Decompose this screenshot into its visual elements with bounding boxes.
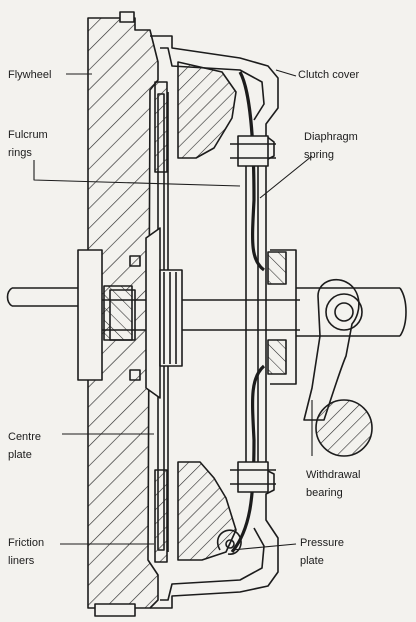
- fork-pivot-outer: [325, 293, 363, 331]
- spigot-bearing: [103, 285, 133, 341]
- leader-fulcrum: [33, 160, 241, 187]
- label-flywheel: Flywheel: [8, 69, 51, 81]
- clutch-cover-inner: [160, 47, 265, 121]
- shaft-boss: [77, 249, 103, 381]
- label-pressure-1: Pressure: [300, 537, 344, 549]
- fulcrum-pin-bottom: [230, 469, 276, 485]
- flywheel-bottom-tab: [94, 603, 136, 617]
- pressure-plate-bottom: [177, 461, 237, 561]
- clutch-cover-inner-low: [160, 527, 265, 601]
- clutch-hub: [145, 227, 161, 399]
- shaft-through: [102, 299, 300, 331]
- friction-liner-bottom: [154, 469, 168, 563]
- label-centre-1: Centre: [8, 431, 41, 443]
- fulcrum-pin-top: [230, 143, 276, 159]
- label-centre-2: plate: [8, 449, 32, 461]
- label-fulcrum-1: Fulcrum: [8, 129, 48, 141]
- output-shaft: [296, 287, 400, 337]
- flywheel-top-tab: [119, 11, 135, 23]
- label-withdrawal-2: bearing: [306, 487, 343, 499]
- leader-clutch-cover: [275, 69, 297, 77]
- release-bearing-top: [267, 251, 287, 285]
- label-friction-1: Friction: [8, 537, 44, 549]
- label-diaphragm-1: Diaphragm: [304, 131, 358, 143]
- label-pressure-2: plate: [300, 555, 324, 567]
- release-bearing-bottom: [267, 339, 287, 375]
- friction-liner-top: [154, 81, 168, 173]
- label-clutch-cover: Clutch cover: [298, 69, 359, 81]
- diaphragm-spring-bottom: [230, 364, 266, 554]
- hub-rivet-bottom: [129, 369, 141, 381]
- input-shaft: [12, 287, 81, 307]
- fork-pivot: [334, 302, 354, 322]
- retaining-clip-pin: [225, 539, 235, 549]
- input-shaft-end: [6, 287, 13, 307]
- diaphragm-spring-top: [238, 71, 266, 272]
- label-fulcrum-2: rings: [8, 147, 32, 159]
- output-shaft-end: [399, 287, 407, 337]
- shaft-section: [315, 399, 373, 457]
- pressure-plate-top: [177, 61, 237, 159]
- diaphragm-inner: [245, 160, 259, 470]
- clutch-cover: [150, 35, 279, 609]
- fulcrum-ring-top: [237, 135, 269, 167]
- withdrawal-fork: [303, 278, 360, 421]
- hub-spline-lines: [163, 272, 177, 364]
- release-sleeve: [270, 249, 297, 385]
- label-withdrawal-1: Withdrawal: [306, 469, 360, 481]
- label-diaphragm-2: spring: [304, 149, 334, 161]
- hub-rivet-top: [129, 255, 141, 267]
- leader-diaphragm: [259, 155, 313, 199]
- label-friction-2: liners: [8, 555, 35, 567]
- fulcrum-ring-bottom: [237, 461, 269, 493]
- retaining-clip: [216, 529, 242, 555]
- leader-pressure: [231, 543, 297, 551]
